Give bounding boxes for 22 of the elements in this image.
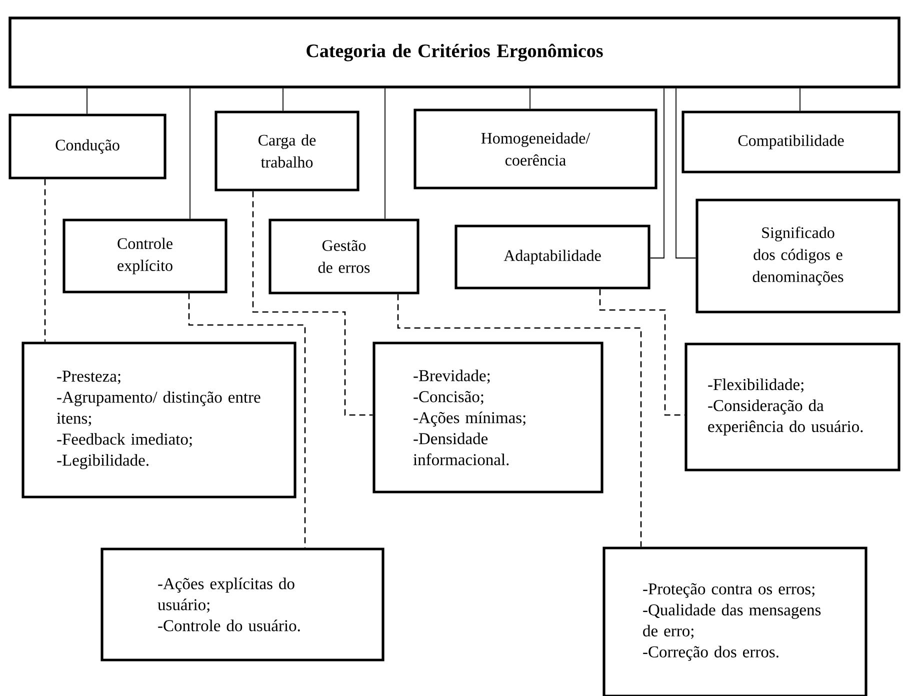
dashed-connector xyxy=(397,294,642,547)
criteria-box: -Flexibilidade; -Consideração da experiência do usuário. xyxy=(684,342,900,472)
connector-line xyxy=(650,88,664,258)
category-box: Condução xyxy=(8,114,166,180)
connector-line xyxy=(86,88,88,114)
dashed-connector xyxy=(252,191,373,416)
criteria-box: -Presteza; -Agrupamento/ distinção entre itens; -Feedback imediato; -Legibilidade. xyxy=(22,342,296,498)
category-box: Controle explícito xyxy=(62,218,228,294)
category-box: Carga de trabalho xyxy=(214,110,360,192)
connector-line xyxy=(676,88,696,258)
connector-line xyxy=(384,88,386,220)
criteria-box: -Ações explícitas do usuário; -Controle do usuário. xyxy=(100,548,384,662)
dashed-connector xyxy=(44,179,46,342)
criteria-box: -Brevidade; -Concisão; -Ações mínimas; -Densidade informacional. xyxy=(372,342,604,494)
category-box: Adaptabilidade xyxy=(454,224,650,290)
title-box: Categoria de Critérios Ergonômicos xyxy=(8,16,900,88)
category-box: Significado dos códigos e denominações xyxy=(696,198,900,314)
category-box: Gestão de erros xyxy=(268,218,420,294)
connector-line xyxy=(282,88,284,112)
category-box: Homogeneidade/ coerência xyxy=(414,108,658,190)
category-box: Compatibilidade xyxy=(682,110,900,174)
criteria-box: -Proteção contra os erros; -Qualidade das mensagens de erro; -Correção dos erros. xyxy=(602,546,868,696)
